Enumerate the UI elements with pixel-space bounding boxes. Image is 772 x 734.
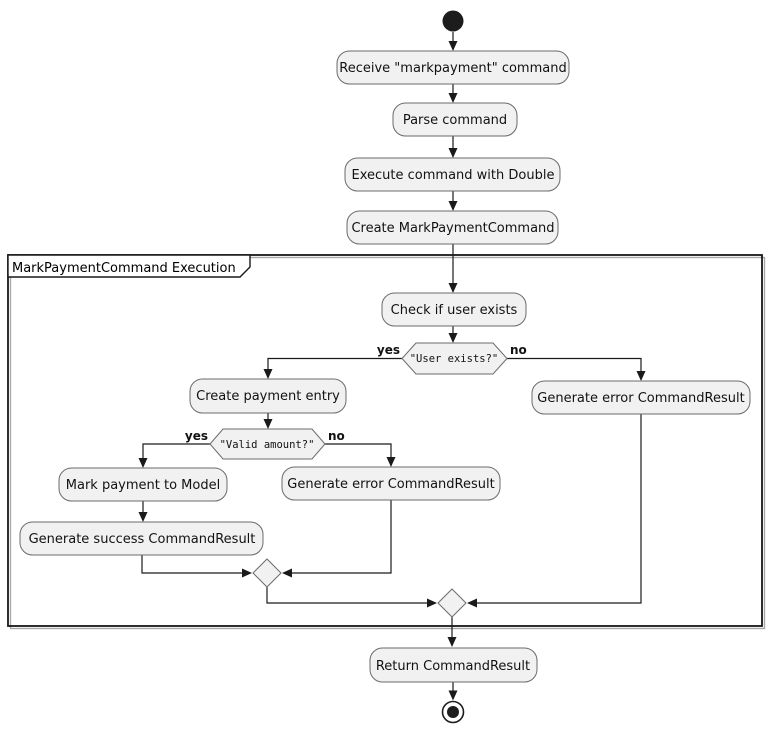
activity-generate-error-commandresult-user: Generate error CommandResult <box>531 380 751 415</box>
partition-frame-shadow <box>9 256 766 630</box>
activity-receive-command-box <box>336 50 570 85</box>
activity-generate-error-commandresult-user-label: Generate error CommandResult <box>537 391 744 406</box>
edge-success-to-merge1 <box>141 555 252 578</box>
branch-label-valid-amount-yes: yes <box>185 429 208 443</box>
edge-validamount-yes <box>138 443 210 468</box>
activity-create-markpaymentcommand-box <box>346 210 559 245</box>
condition-valid-amount-hexagon <box>209 428 326 460</box>
activity-check-user-exists-box <box>381 292 527 327</box>
activity-create-markpaymentcommand: Create MarkPaymentCommand <box>346 210 559 245</box>
activity-return-commandresult-box <box>369 647 538 683</box>
activity-create-payment-entry-box <box>189 378 347 414</box>
branch-label-user-exists-yes: yes <box>377 343 400 357</box>
condition-valid-amount: "Valid amount?" <box>209 428 326 460</box>
condition-user-exists: "User exists?" <box>401 342 508 375</box>
partition-frame-border <box>7 254 763 627</box>
activity-generate-error-commandresult-amount: Generate error CommandResult <box>281 466 501 501</box>
activity-receive-command-label: Receive "markpayment" command <box>339 61 566 76</box>
activity-return-commandresult: Return CommandResult <box>369 647 538 683</box>
activity-generate-error-commandresult-user-box <box>531 380 751 415</box>
activity-create-payment-entry-label: Create payment entry <box>196 389 340 404</box>
activity-execute-command: Execute command with Double <box>344 157 561 192</box>
start-node <box>442 10 464 32</box>
activity-parse-command-box <box>392 102 518 137</box>
activity-generate-success-commandresult-label: Generate success CommandResult <box>29 532 256 547</box>
activity-generate-error-commandresult-amount-box <box>281 466 501 501</box>
partition-frame: MarkPaymentCommand Execution <box>7 254 766 630</box>
activity-check-user-exists: Check if user exists <box>381 292 527 327</box>
merge-diamond-2 <box>437 588 467 618</box>
branch-label-valid-amount-no: no <box>328 429 345 443</box>
activity-mark-payment-to-model-label: Mark payment to Model <box>66 478 220 493</box>
condition-user-exists-hexagon <box>401 342 508 375</box>
condition-valid-amount-label: "Valid amount?" <box>220 439 315 451</box>
edges <box>138 32 646 701</box>
partition-title-tab <box>7 254 251 278</box>
activity-return-commandresult-label: Return CommandResult <box>376 659 530 674</box>
activity-execute-command-label: Execute command with Double <box>352 168 555 183</box>
activity-check-user-exists-label: Check if user exists <box>391 303 518 318</box>
end-node-inner-dot <box>447 706 459 718</box>
condition-user-exists-label: "User exists?" <box>410 353 499 365</box>
activity-mark-payment-to-model: Mark payment to Model <box>58 467 228 502</box>
edge-userexists-no <box>507 357 646 381</box>
activity-generate-error-commandresult-amount-label: Generate error CommandResult <box>287 477 494 492</box>
activity-create-markpaymentcommand-label: Create MarkPaymentCommand <box>351 221 554 236</box>
edge-userexists-yes <box>263 357 402 379</box>
partition-title: MarkPaymentCommand Execution <box>12 261 236 276</box>
activity-parse-command-label: Parse command <box>403 113 507 128</box>
branch-label-user-exists-no: no <box>510 343 527 357</box>
activity-mark-payment-to-model-box <box>58 467 228 502</box>
activity-receive-command: Receive "markpayment" command <box>336 50 570 85</box>
edge-merge1-to-merge2 <box>266 587 437 608</box>
activity-generate-success-commandresult: Generate success CommandResult <box>19 521 264 556</box>
activity-parse-command: Parse command <box>392 102 518 137</box>
edge-validamount-no <box>325 443 396 467</box>
edge-erroramount-to-merge1 <box>282 500 392 578</box>
activity-execute-command-box <box>344 157 561 192</box>
activity-create-payment-entry: Create payment entry <box>189 378 347 414</box>
edge-erroruser-to-merge2 <box>467 414 642 608</box>
activity-generate-success-commandresult-box <box>19 521 264 556</box>
end-node <box>441 700 465 724</box>
merge-diamond-1 <box>252 558 282 588</box>
